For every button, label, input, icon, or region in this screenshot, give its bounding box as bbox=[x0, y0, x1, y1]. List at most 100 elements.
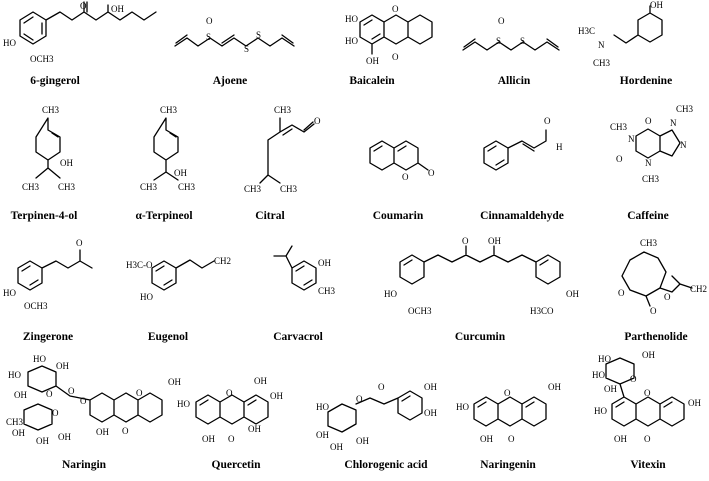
atom-label: HO bbox=[345, 14, 358, 24]
atom-label: N bbox=[645, 158, 652, 168]
atom-label: OH bbox=[56, 361, 69, 371]
atom-label: CH3 bbox=[274, 105, 292, 115]
structure-quercetin: OH OH HO O OH OH O Quercetin bbox=[177, 376, 283, 471]
atom-label: HO bbox=[316, 402, 329, 412]
atom-label: HO bbox=[384, 289, 397, 299]
atom-label: CH3 bbox=[178, 182, 196, 192]
compound-name-chlorogenic-acid: Chlorogenic acid bbox=[344, 459, 428, 471]
atom-label: N bbox=[628, 134, 635, 144]
atom-label: CH3 bbox=[140, 182, 158, 192]
bond-lines bbox=[195, 394, 269, 425]
atom-label: OH bbox=[14, 390, 27, 400]
atom-label: OH bbox=[424, 408, 437, 418]
atom-label: OH bbox=[168, 377, 181, 387]
atom-label: O bbox=[378, 382, 385, 392]
bond-lines bbox=[483, 129, 547, 171]
atom-label: HO bbox=[598, 354, 611, 364]
atom-label: O bbox=[402, 172, 409, 182]
atom-label: OH bbox=[356, 436, 369, 446]
atom-label: OH bbox=[366, 56, 379, 66]
structure-curcumin: O OH HO OCH3 OH H3CO Curcumin bbox=[384, 236, 579, 343]
atom-label: HO bbox=[594, 406, 607, 416]
bond-lines bbox=[473, 396, 547, 427]
compound-name-caffeine: Caffeine bbox=[627, 210, 669, 222]
atom-label: HO bbox=[33, 354, 46, 364]
atom-label: OH bbox=[688, 398, 701, 408]
bond-lines bbox=[613, 5, 663, 44]
atom-label: O bbox=[644, 388, 651, 398]
atom-label: O bbox=[392, 4, 399, 14]
bond-lines bbox=[17, 249, 93, 291]
atom-label: OH bbox=[96, 427, 109, 437]
structure-parthenolide: CH3 O O CH2 O Parthenolide bbox=[618, 238, 707, 343]
atom-label: O bbox=[630, 374, 637, 384]
structure-baicalein: HO HO OH O O Baicalein bbox=[345, 4, 433, 87]
atom-label: HO bbox=[3, 288, 16, 298]
atom-label: O bbox=[68, 386, 75, 396]
compound-name-citral: Citral bbox=[255, 210, 284, 222]
atom-label: O bbox=[498, 16, 505, 26]
atom-label: H3CO bbox=[530, 306, 554, 316]
atom-label: CH3 bbox=[676, 104, 694, 114]
compound-name-quercetin: Quercetin bbox=[212, 459, 262, 471]
atom-label: CH3 bbox=[280, 184, 298, 194]
structure-eugenol: H3C-O HO CH2 Eugenol bbox=[126, 256, 231, 343]
atom-label: OH bbox=[424, 382, 437, 392]
structure-alpha-terpineol: CH3 OH CH3 CH3 α-Terpineol bbox=[135, 105, 195, 222]
atom-label: HO bbox=[592, 370, 605, 380]
atom-label: O bbox=[616, 154, 623, 164]
atom-label: OH bbox=[174, 168, 187, 178]
atom-label: O bbox=[226, 388, 233, 398]
atom-label: O bbox=[206, 16, 213, 26]
atom-label: OH bbox=[316, 430, 329, 440]
atom-label: CH3 bbox=[244, 184, 262, 194]
atom-label: O bbox=[544, 116, 551, 126]
atom-label: CH3 bbox=[160, 105, 178, 115]
atom-label: O bbox=[46, 389, 53, 399]
compound-name-cinnamaldehyde: Cinnamaldehyde bbox=[480, 210, 564, 222]
atom-label: CH3 bbox=[610, 122, 628, 132]
atom-label: OH bbox=[614, 434, 627, 444]
atom-label: OH bbox=[60, 158, 73, 168]
atom-label: N bbox=[598, 40, 605, 50]
atom-label: O bbox=[504, 388, 511, 398]
compound-name-hordenine: Hordenine bbox=[620, 75, 672, 87]
atom-label: OH bbox=[650, 0, 663, 10]
compound-name-naringin: Naringin bbox=[62, 459, 107, 471]
compound-name-terpinen-4-ol: Terpinen-4-ol bbox=[11, 210, 78, 222]
atom-label: O bbox=[356, 394, 363, 404]
atom-label: N bbox=[680, 140, 687, 150]
bond-lines bbox=[369, 140, 429, 171]
structure-citral: CH3 O CH3 CH3 Citral bbox=[244, 105, 321, 222]
bond-lines bbox=[19, 1, 157, 45]
atom-label: HO bbox=[8, 370, 21, 380]
atom-label: HO bbox=[140, 292, 153, 302]
compound-name-vitexin: Vitexin bbox=[630, 459, 666, 471]
atom-label: O bbox=[462, 236, 469, 246]
atom-label: S bbox=[496, 36, 501, 46]
atom-label: CH3 bbox=[42, 105, 60, 115]
atom-label: OH bbox=[111, 4, 124, 14]
structure-naringin: HO HO OH O OH O O OH OH CH3 O OH OH O OH… bbox=[6, 354, 181, 471]
atom-label: HO bbox=[3, 38, 16, 48]
bond-lines bbox=[151, 259, 215, 291]
atom-label: OH bbox=[58, 432, 71, 442]
atom-label: OH bbox=[270, 391, 283, 401]
atom-label: OH bbox=[254, 376, 267, 386]
atom-label: OH bbox=[488, 236, 501, 246]
compound-name-parthenolide: Parthenolide bbox=[624, 331, 687, 343]
atom-label: CH3 bbox=[642, 174, 660, 184]
atom-label: CH3 bbox=[22, 182, 40, 192]
structure-caffeine: O CH3 N N O N N CH3 CH3 Caffeine bbox=[610, 104, 694, 222]
atom-label: CH3 bbox=[6, 417, 24, 427]
atom-label: O bbox=[136, 388, 143, 398]
atom-label: HO bbox=[177, 399, 190, 409]
structure-ajoene: O S S S Ajoene bbox=[174, 16, 295, 87]
atom-label: S bbox=[206, 32, 211, 42]
structure-6-gingerol: O OH HO OCH3 6-gingerol bbox=[3, 1, 157, 87]
bond-lines bbox=[359, 14, 433, 55]
bond-lines bbox=[35, 117, 61, 179]
atom-label: OCH3 bbox=[30, 54, 54, 64]
atom-label: O bbox=[228, 434, 235, 444]
